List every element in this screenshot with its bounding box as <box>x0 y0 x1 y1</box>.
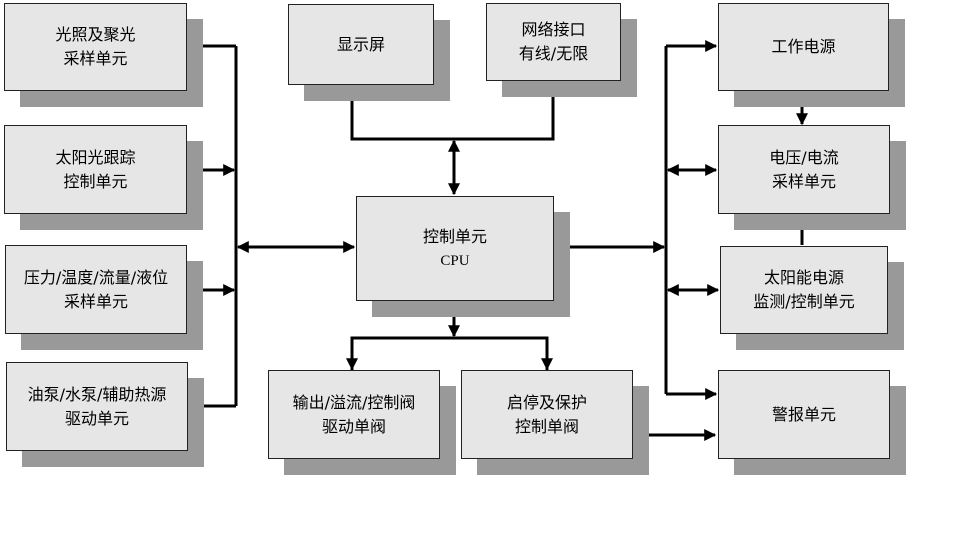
label-line: 启停及保护 <box>506 392 587 412</box>
label-line: 网络接口 <box>521 20 586 39</box>
cpu-label: CPU <box>440 252 470 269</box>
label-line: 压力/温度/流量/液位 <box>23 267 169 287</box>
label-line: 太阳能电源 <box>763 268 844 287</box>
label-line: 电压/电流 <box>769 147 839 167</box>
label-line: 有线/无限 <box>518 44 589 63</box>
label-line: 采样单元 <box>63 291 128 311</box>
label-line: 驱动单阀 <box>321 416 386 436</box>
label-line: 监测/控制单元 <box>753 292 855 311</box>
label-line: 采样单元 <box>63 49 128 68</box>
bottom-bracket <box>350 336 549 370</box>
label-line: 控制单元 <box>422 226 487 246</box>
label-line: 控制单阀 <box>514 416 579 436</box>
label-line: 显示屏 <box>336 34 385 54</box>
label-line: 输出/溢流/控制阀 <box>292 392 416 412</box>
top-bracket <box>350 82 555 141</box>
label-line: 警报单元 <box>771 404 836 424</box>
label-line: 光照及聚光 <box>55 25 136 44</box>
label-line: 驱动单元 <box>64 408 129 428</box>
label-line: 太阳光跟踪 <box>55 147 136 167</box>
label-line: 采样单元 <box>771 171 836 191</box>
label-line: 油泵/水泵/辅助热源 <box>27 384 167 404</box>
label-line: 工作电源 <box>771 37 836 56</box>
label-line: 控制单元 <box>63 171 128 191</box>
